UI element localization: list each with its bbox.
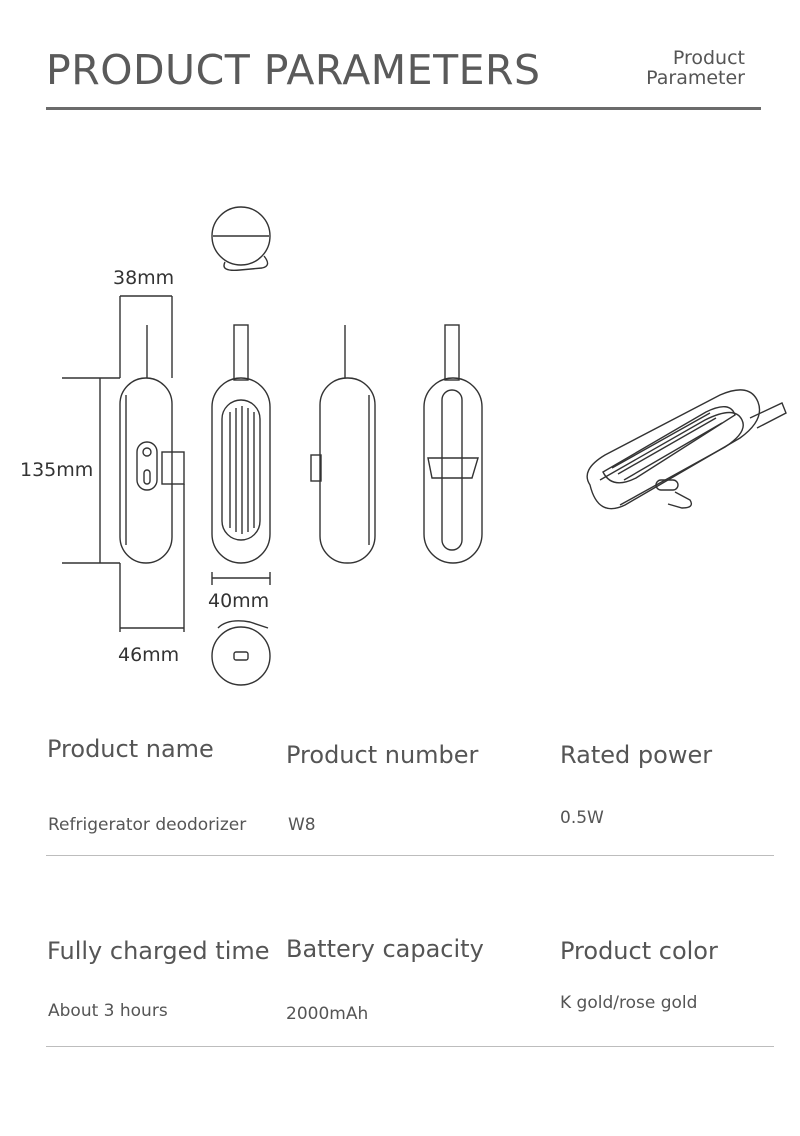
spec-value-battery-capacity: 2000mAh	[286, 1004, 369, 1024]
spec-value-product-color: K gold/rose gold	[560, 993, 698, 1013]
spec-value-rated-power: 0.5W	[560, 808, 604, 828]
side-view	[62, 295, 185, 632]
front-view	[211, 324, 271, 585]
subtitle-line-2: Parameter	[646, 67, 745, 89]
dim-depth: 46mm	[118, 644, 179, 666]
dim-width-front: 40mm	[208, 590, 269, 612]
back-view	[423, 324, 483, 564]
spec-row-divider-2	[46, 1046, 774, 1047]
product-dimension-diagram: 38mm 135mm 40mm 46mm	[20, 206, 787, 686]
bottom-view-sphere	[211, 620, 271, 686]
spec-label-product-number: Product number	[286, 741, 479, 769]
spec-value-product-name: Refrigerator deodorizer	[48, 815, 247, 835]
dim-width-top: 38mm	[113, 267, 174, 289]
spec-label-product-name: Product name	[47, 735, 214, 763]
top-view-sphere	[211, 206, 271, 272]
perspective-view	[586, 389, 787, 510]
page-subtitle: Product Parameter	[646, 48, 745, 88]
header-divider	[46, 107, 761, 110]
spec-label-battery-capacity: Battery capacity	[286, 935, 484, 963]
spec-value-charge-time: About 3 hours	[48, 1001, 168, 1021]
spec-label-product-color: Product color	[560, 937, 718, 965]
subtitle-line-1: Product	[672, 47, 745, 69]
dim-height: 135mm	[20, 459, 93, 481]
spec-value-product-number: W8	[288, 815, 316, 835]
rear-side-view	[310, 325, 376, 564]
page-title: PRODUCT PARAMETERS	[46, 46, 541, 94]
spec-label-rated-power: Rated power	[560, 741, 713, 769]
spec-label-charge-time: Fully charged time	[47, 937, 270, 965]
spec-row-divider-1	[46, 855, 774, 856]
